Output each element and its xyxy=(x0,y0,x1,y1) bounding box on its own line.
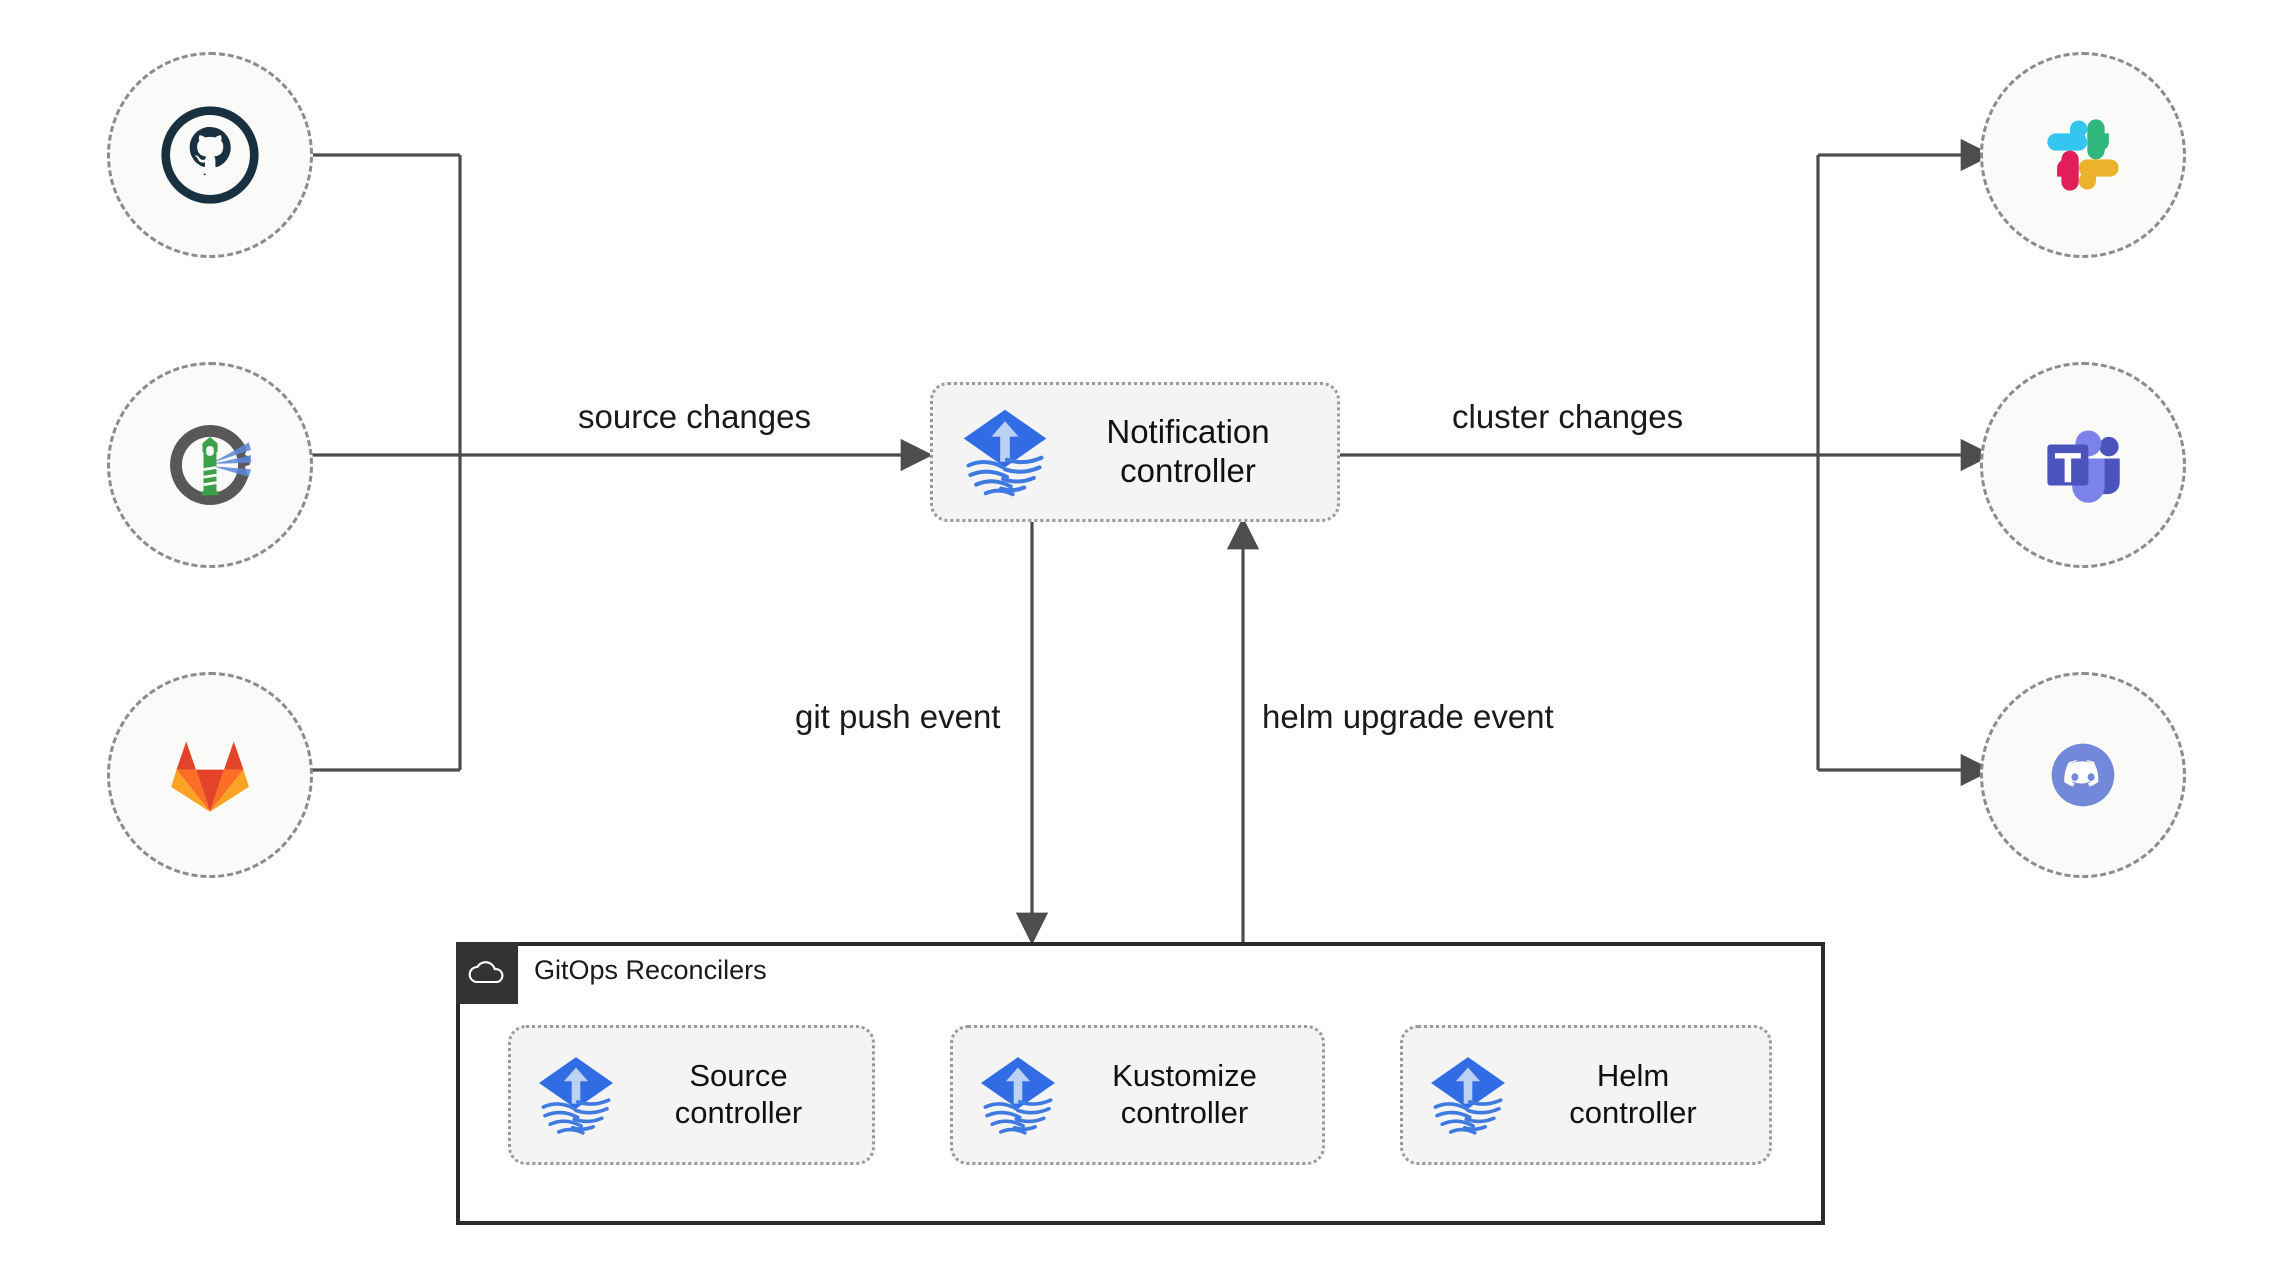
helm-controller-label: Helm controller xyxy=(1569,1058,1697,1130)
source-node-gitlab[interactable] xyxy=(107,672,313,878)
kustomize-controller-label: Kustomize controller xyxy=(1112,1058,1257,1130)
gitops-reconcilers-header: GitOps Reconcilers xyxy=(456,942,767,1004)
gitlab-icon xyxy=(171,741,249,812)
slack-icon xyxy=(2047,119,2119,191)
github-icon xyxy=(161,106,259,204)
discord-icon xyxy=(2051,743,2115,807)
microsoft-teams-icon xyxy=(2047,430,2120,503)
harbor-lighthouse-icon xyxy=(170,425,257,505)
source-controller-box[interactable]: Source controller xyxy=(508,1025,875,1165)
destination-node-slack[interactable] xyxy=(1980,52,2186,258)
flux-icon xyxy=(539,1057,613,1135)
source-node-harbor[interactable] xyxy=(107,362,313,568)
gitops-reconcilers-title: GitOps Reconcilers xyxy=(534,955,767,985)
notification-controller-label: Notification controller xyxy=(1106,413,1270,489)
destination-node-discord[interactable] xyxy=(1980,672,2186,878)
flux-icon xyxy=(981,1057,1055,1135)
kustomize-controller-box[interactable]: Kustomize controller xyxy=(950,1025,1325,1165)
helm-controller-box[interactable]: Helm controller xyxy=(1400,1025,1772,1165)
source-controller-label: Source controller xyxy=(674,1058,803,1130)
flux-icon xyxy=(1431,1057,1505,1135)
source-node-github[interactable] xyxy=(107,52,313,258)
edge-label-cluster-changes: cluster changes xyxy=(1452,398,1684,435)
notification-controller-box[interactable]: Notification controller xyxy=(930,382,1340,522)
edge-label-helm-upgrade-event: helm upgrade event xyxy=(1262,698,1554,735)
flux-icon xyxy=(963,409,1047,497)
cloud-badge xyxy=(456,942,518,1004)
edge-label-source-changes: source changes xyxy=(578,398,811,435)
edge-label-git-push-event: git push event xyxy=(795,698,1001,735)
destination-node-teams[interactable] xyxy=(1980,362,2186,568)
cloud-icon xyxy=(468,961,504,984)
